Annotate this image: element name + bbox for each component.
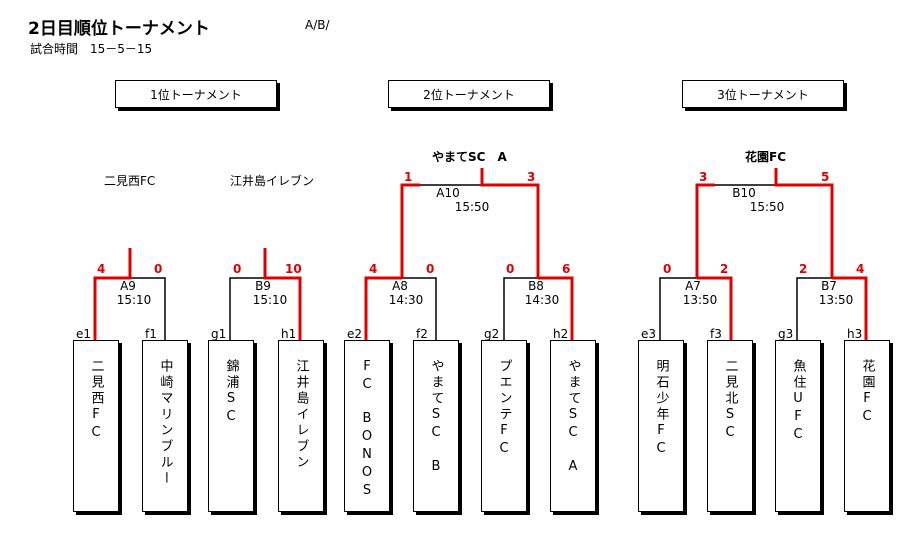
winner-path-a9 xyxy=(93,248,132,345)
team-box-f3: 二見北SC xyxy=(707,340,753,512)
score-b8-right: 6 xyxy=(562,262,571,276)
page-title: 2日目順位トーナメント xyxy=(28,19,210,39)
team-name: 二見西FC xyxy=(88,359,104,443)
slot-label: e3 xyxy=(641,327,657,341)
winner-path-a7 xyxy=(697,276,733,345)
slot-label: h1 xyxy=(281,327,297,341)
winner-2nd: やまてSC A xyxy=(432,150,507,164)
winner-path-b10 xyxy=(774,168,834,278)
section-label: 1位トーナメント xyxy=(150,87,242,102)
slot-label: e1 xyxy=(76,327,92,341)
team-box-h3: 花園FC xyxy=(844,340,890,512)
section-label: 2位トーナメント xyxy=(423,87,515,102)
score-b7-left: 2 xyxy=(799,262,808,276)
team-box-f1: 中崎マリンブルー xyxy=(142,340,188,512)
team-box-h1: 江井島イレブン xyxy=(278,340,324,512)
match-time-note: 試合時間 15－5－15 xyxy=(30,42,153,56)
slot-label: g1 xyxy=(211,327,227,341)
match-a8-time: 14:30 xyxy=(388,293,424,307)
match-b8-time: 14:30 xyxy=(524,293,560,307)
score-a9-right: 0 xyxy=(154,262,163,276)
slot-label: e2 xyxy=(347,327,363,341)
score-a7-right: 2 xyxy=(720,262,729,276)
score-a8-left: 4 xyxy=(369,262,378,276)
match-a10-id: A10 xyxy=(436,186,460,200)
team-name: 花園FC xyxy=(859,359,875,427)
team-name: 明石少年FC xyxy=(653,359,669,459)
score-a10-left: 1 xyxy=(404,170,413,184)
match-a9-id: A9 xyxy=(120,279,136,293)
score-a8-right: 0 xyxy=(426,262,435,276)
section-label: 3位トーナメント xyxy=(717,87,809,102)
team-name: 江井島イレブン xyxy=(293,359,309,471)
team-box-g1: 錦浦SC xyxy=(208,340,254,512)
score-b10-left: 3 xyxy=(699,170,708,184)
team-box-h2: やまてSC A xyxy=(550,340,596,512)
slot-label: f3 xyxy=(710,327,722,341)
match-b9-time: 15:10 xyxy=(252,293,288,307)
team-box-g3: 魚住UFC xyxy=(775,340,821,512)
winner-path-a8 xyxy=(364,276,402,345)
score-b10-right: 5 xyxy=(821,170,830,184)
team-box-f2: やまてSC B xyxy=(413,340,459,512)
slot-label: g3 xyxy=(778,327,794,341)
section-2nd-tournament: 2位トーナメント xyxy=(388,80,550,108)
team-box-e3: 明石少年FC xyxy=(638,340,684,512)
winner-path-b7 xyxy=(832,276,868,345)
score-a9-left: 4 xyxy=(97,262,106,276)
winner-path-b8 xyxy=(538,276,574,345)
path-b10-left xyxy=(695,183,715,278)
match-b8-id: B8 xyxy=(528,279,544,293)
winner-1st-left: 二見西FC xyxy=(104,174,156,188)
match-b7-id: B7 xyxy=(821,279,837,293)
match-b7-time: 13:50 xyxy=(818,293,854,307)
match-a7-time: 13:50 xyxy=(682,293,718,307)
winner-path-b9 xyxy=(263,248,302,345)
team-name: やまてSC A xyxy=(565,359,581,477)
team-name: やまてSC B xyxy=(428,359,444,477)
match-b9-id: B9 xyxy=(255,279,271,293)
winner-1st-right: 江井島イレブン xyxy=(230,174,315,188)
team-name: 二見北SC xyxy=(722,359,738,443)
team-name: 錦浦SC xyxy=(223,359,239,427)
match-a7-id: A7 xyxy=(685,279,701,293)
slot-label: h2 xyxy=(553,327,569,341)
slot-label: f2 xyxy=(416,327,428,341)
section-1st-tournament: 1位トーナメント xyxy=(115,80,277,108)
match-b10-time: 15:50 xyxy=(749,200,785,214)
team-name: 中崎マリンブルー xyxy=(157,359,173,487)
team-box-g2: プエンテFC xyxy=(481,340,527,512)
slot-label: g2 xyxy=(484,327,500,341)
team-name: プエンテFC xyxy=(496,359,512,459)
score-b8-left: 0 xyxy=(506,262,515,276)
winner-3rd: 花園FC xyxy=(745,150,787,164)
slot-label: h3 xyxy=(847,327,863,341)
score-b9-right: 10 xyxy=(285,262,302,276)
path-a10-left xyxy=(400,183,420,278)
team-box-e2: FC BONOS xyxy=(344,340,390,512)
division-code: A/B/ xyxy=(305,18,330,32)
slot-label: f1 xyxy=(145,327,157,341)
team-name: FC BONOS xyxy=(359,359,375,501)
section-3rd-tournament: 3位トーナメント xyxy=(682,80,844,108)
score-b7-right: 4 xyxy=(856,262,865,276)
match-a10-time: 15:50 xyxy=(454,200,490,214)
winner-path-a10 xyxy=(480,168,540,278)
match-b10-id: B10 xyxy=(732,186,756,200)
score-a7-left: 0 xyxy=(663,262,672,276)
score-b9-left: 0 xyxy=(233,262,242,276)
score-a10-right: 3 xyxy=(527,170,536,184)
team-box-e1: 二見西FC xyxy=(73,340,119,512)
team-name: 魚住UFC xyxy=(790,359,806,445)
match-a8-id: A8 xyxy=(392,279,408,293)
match-a9-time: 15:10 xyxy=(116,293,152,307)
